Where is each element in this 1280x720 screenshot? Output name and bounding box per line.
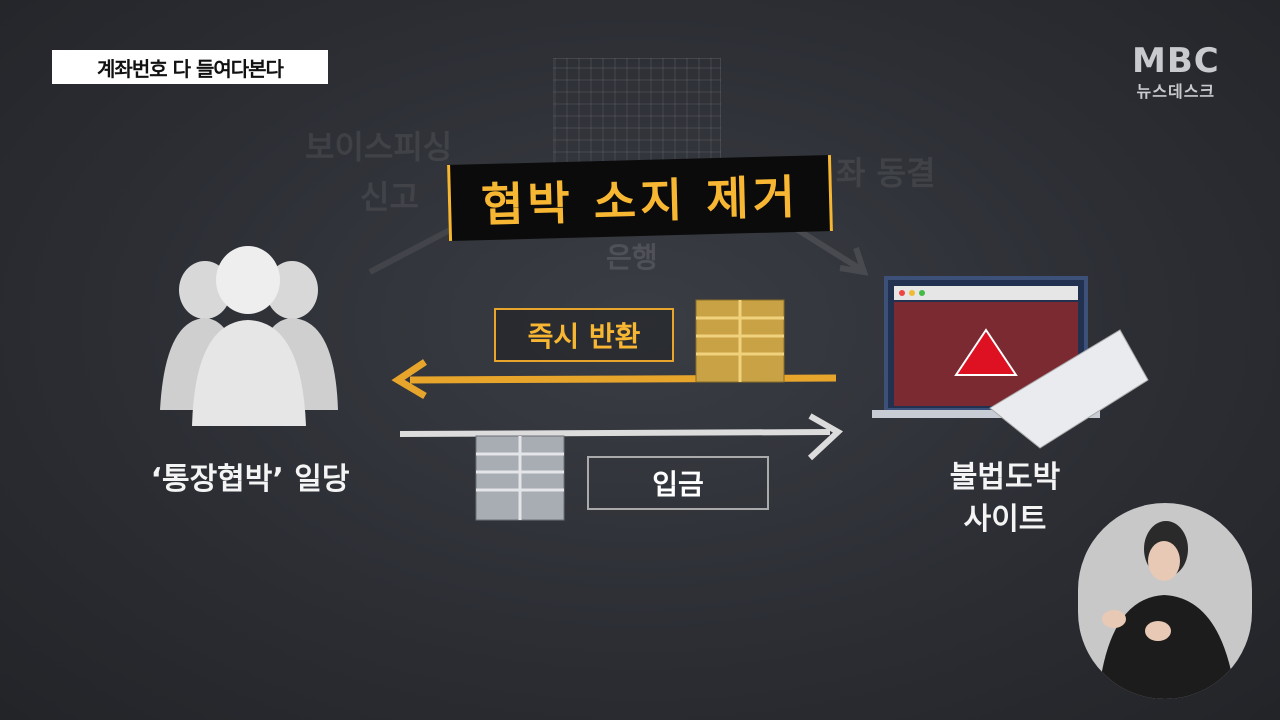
faded-label-bank: 은행 — [606, 241, 658, 274]
money-stack-gold-icon — [695, 299, 785, 383]
money-stack-silver-icon — [475, 435, 565, 521]
sign-language-interpreter — [1078, 503, 1252, 699]
immediate-return-label: 즉시 반환 — [494, 308, 674, 362]
deposit-arrow-head — [807, 413, 844, 461]
faded-label-voice-phishing: 보이스피싱 — [305, 128, 453, 166]
bank-building-icon — [553, 58, 721, 178]
faded-label-freeze: 좌 동결 — [836, 154, 936, 192]
return-arrow-head — [391, 359, 427, 400]
gambling-site-label-line1: 불법도박 — [949, 460, 1061, 495]
logo-brand: MBC — [1132, 41, 1220, 81]
headline-banner: 협박 소지 제거 — [447, 154, 833, 242]
logo-program: 뉴스데스크 — [1136, 82, 1216, 101]
people-icon — [160, 246, 338, 426]
extortion-gang-label: ‘통장협박’ 일당 — [150, 462, 350, 497]
faded-arrow-left — [368, 227, 452, 275]
mbc-logo: MBC 뉴스데스크 — [1132, 44, 1220, 102]
deposit-arrow — [399, 429, 831, 437]
faded-label-report: 신고 — [360, 178, 419, 216]
gambling-site-label-line2: 사이트 — [963, 502, 1047, 537]
deposit-label: 입금 — [587, 456, 769, 510]
interpreter-figure — [1098, 521, 1236, 699]
news-caption: 계좌번호 다 들여다본다 — [52, 50, 328, 84]
laptop-warning-icon — [872, 276, 1149, 449]
faded-arrow-right — [788, 222, 869, 276]
